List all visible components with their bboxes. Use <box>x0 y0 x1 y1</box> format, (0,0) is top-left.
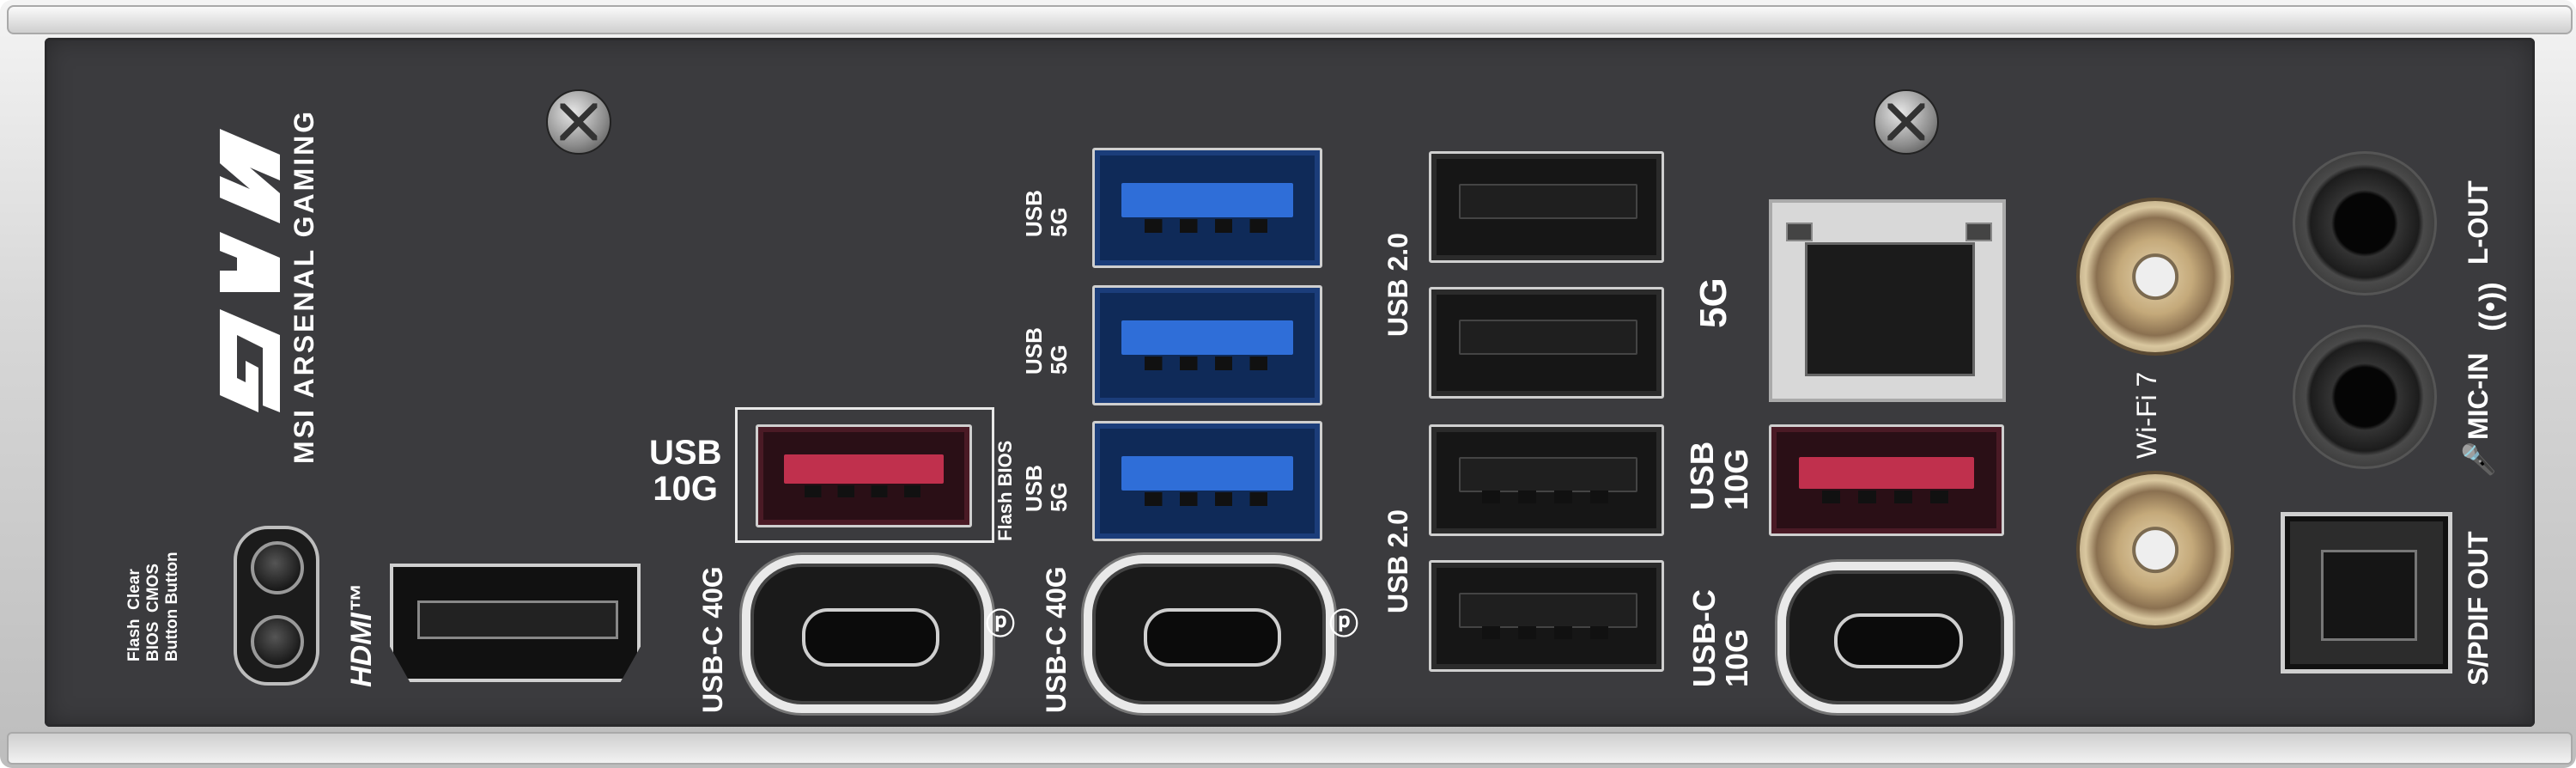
antenna-core <box>2132 253 2178 300</box>
usbc40g-2-label: USB-C 40G <box>1041 566 1072 713</box>
flash-bios-label: Flash BIOS <box>994 440 1016 541</box>
usb-pins <box>1144 219 1271 234</box>
audio-wave-icon: ((•)) <box>2474 282 2507 332</box>
wifi-antenna-connector-2[interactable] <box>2076 471 2234 629</box>
usbc10g-label: USB-C 10G <box>1686 589 1754 687</box>
usb20-top-label: USB 2.0 <box>1382 233 1413 337</box>
spdif-label: S/PDIF OUT <box>2463 531 2494 686</box>
usbc-inner <box>1143 608 1282 667</box>
line-out-jack[interactable] <box>2293 151 2437 296</box>
antenna-core <box>2132 527 2178 573</box>
usb-tongue <box>1799 456 1974 489</box>
flash-clear-label: Flash Clear BIOS CMOS Button Button <box>125 552 181 661</box>
lan-5g-port[interactable] <box>1769 199 2006 402</box>
usb20-port-4[interactable] <box>1429 560 1664 672</box>
hdmi-port-inner <box>417 600 618 639</box>
wifi-label: Wi-Fi 7 <box>2131 371 2162 459</box>
io-shield-bottom-lip <box>7 732 2573 765</box>
usbc-inner <box>801 608 940 667</box>
usb5g-1-port[interactable] <box>1092 148 1322 268</box>
displayport-icon: ⓟ <box>986 608 1015 641</box>
usb-pins <box>1821 491 1952 504</box>
usbc40g-1-label: USB-C 40G <box>697 566 728 713</box>
usb-pins <box>1144 357 1271 371</box>
usb-pins <box>1481 491 1612 504</box>
mic-in-label: MIC-IN <box>2463 352 2494 440</box>
usb-tongue <box>783 454 945 485</box>
lan-socket <box>1804 241 1976 377</box>
usb20-port-2[interactable] <box>1429 287 1664 399</box>
usb10g-right-port[interactable] <box>1769 424 2004 536</box>
usb-tongue <box>1121 182 1293 217</box>
spdif-inner <box>2320 550 2418 641</box>
spdif-out-port[interactable] <box>2281 512 2452 674</box>
mag-logo-icon <box>220 129 280 412</box>
brand-subtitle: MSI ARSENAL GAMING <box>289 108 319 464</box>
usb-pins <box>1481 626 1612 640</box>
usb20-bottom-label: USB 2.0 <box>1382 509 1413 613</box>
wifi-antenna-connector-1[interactable] <box>2076 198 2234 356</box>
flash-bios-button[interactable] <box>251 615 304 668</box>
usb20-port-1[interactable] <box>1429 151 1664 263</box>
screw-icon <box>546 89 611 155</box>
hdmi-port[interactable] <box>390 564 641 682</box>
clear-cmos-button[interactable] <box>251 541 304 594</box>
usb-tongue <box>1459 592 1637 628</box>
l-out-label: L-OUT <box>2463 180 2494 265</box>
mic-icon: 🎤 <box>2463 441 2496 478</box>
usbc40g-1-port[interactable] <box>742 555 993 713</box>
usbc-inner <box>1833 613 1964 669</box>
mic-in-jack[interactable] <box>2293 325 2437 469</box>
usb10g-right-label: USB 10G <box>1685 441 1755 510</box>
lan-led <box>1965 222 1992 242</box>
usb-tongue <box>1121 455 1293 491</box>
lan-led <box>1786 222 1813 242</box>
usb5g-3-label: USB 5G <box>1021 465 1072 512</box>
usb5g-1-label: USB 5G <box>1021 190 1072 237</box>
usb-tongue <box>1121 320 1293 355</box>
usb10g-left-label: USB 10G <box>649 434 722 508</box>
usb10g-left-frame <box>735 407 994 543</box>
usb-tongue <box>1459 456 1637 492</box>
usb-tongue <box>1459 183 1637 219</box>
usbc40g-2-port[interactable] <box>1084 555 1334 713</box>
usb5g-2-label: USB 5G <box>1021 327 1072 375</box>
screw-icon <box>1874 89 1939 155</box>
usb5g-2-port[interactable] <box>1092 285 1322 405</box>
usb-pins <box>805 485 923 498</box>
displayport-icon: ⓟ <box>1329 608 1358 641</box>
hdmi-label: HDMI™ <box>345 583 378 687</box>
io-shield-top-lip <box>7 5 2573 34</box>
usb-pins <box>1144 492 1271 507</box>
lan-5g-label: 5G <box>1692 277 1735 328</box>
usb20-port-3[interactable] <box>1429 424 1664 536</box>
mag-logo <box>194 129 280 447</box>
usb5g-3-port[interactable] <box>1092 421 1322 541</box>
usb-tongue <box>1459 319 1637 355</box>
usb10g-left-port[interactable] <box>756 424 972 527</box>
usbc10g-port[interactable] <box>1777 562 2013 713</box>
